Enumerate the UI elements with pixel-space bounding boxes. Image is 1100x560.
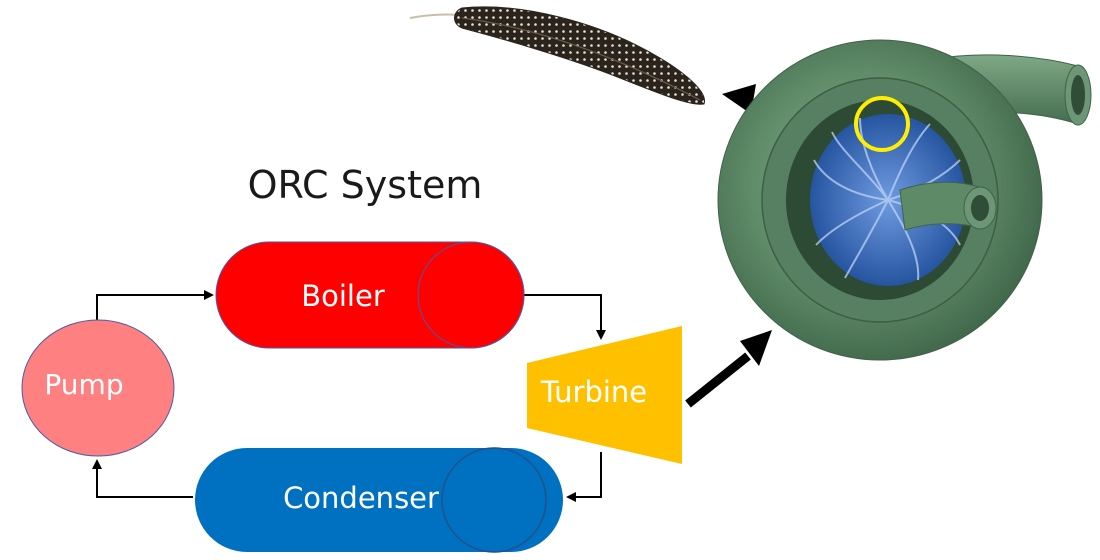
condenser-end-cap <box>441 447 547 553</box>
condenser-node: Condenser <box>195 447 563 553</box>
turbine-to-condenser-arrow <box>566 452 602 502</box>
turbine-node: Turbine <box>527 326 682 464</box>
turbine-label: Turbine <box>540 375 647 409</box>
pump-label: Pump <box>44 368 123 401</box>
pump-to-boiler-arrow <box>96 290 214 322</box>
diagram-title: ORC System <box>248 163 483 207</box>
feather-icon <box>409 6 706 105</box>
turbine-zoom-arrow <box>685 330 772 408</box>
pump-shape <box>21 319 175 457</box>
boiler-end-cap <box>417 241 525 349</box>
flow-connectors <box>92 290 606 502</box>
condenser-shape <box>195 448 563 552</box>
turbine-shape <box>527 326 682 464</box>
turbocharger-icon <box>717 39 1092 361</box>
boiler-node: Boiler <box>215 241 525 349</box>
condenser-label: Condenser <box>283 481 439 515</box>
boiler-label: Boiler <box>301 279 385 313</box>
blade-highlight-circle <box>854 96 910 152</box>
boiler-to-turbine-arrow <box>524 294 606 340</box>
condenser-to-pump-arrow <box>92 459 193 498</box>
pump-node: Pump <box>21 319 175 457</box>
